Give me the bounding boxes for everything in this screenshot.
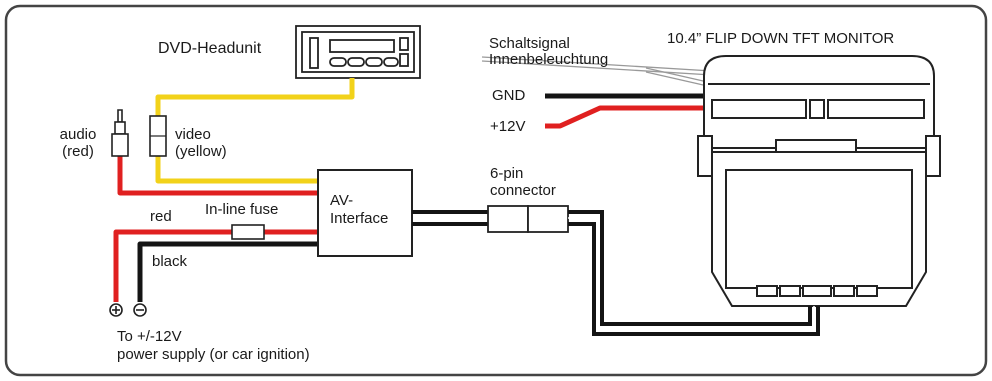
plus-terminal xyxy=(109,303,123,317)
diagram-frame xyxy=(4,4,988,377)
inline-fuse xyxy=(231,224,265,240)
av-interface-box xyxy=(317,169,413,257)
audio-label: audio xyxy=(59,126,97,143)
flip-down-monitor xyxy=(697,55,941,307)
power-label-2: power supply (or car ignition) xyxy=(117,346,310,363)
connector-label-2: connector xyxy=(490,182,556,199)
dvd-headunit xyxy=(295,25,421,79)
black-wire-label: black xyxy=(152,253,188,270)
gnd-label: GND xyxy=(492,87,526,104)
av-interface-label-1: AV- xyxy=(330,192,354,209)
av-interface-label-2: Interface xyxy=(330,210,389,227)
innenbeleuchtung-label: Innenbeleuchtung xyxy=(489,51,609,68)
av-cable-right xyxy=(568,210,820,336)
av-cable-left xyxy=(412,210,488,226)
power-label-1: To +/-12V xyxy=(117,328,182,345)
schaltsignal-wires xyxy=(481,56,713,88)
audio-wire xyxy=(117,156,318,196)
red-wire-label: red xyxy=(150,208,172,225)
plus12v-label: +12V xyxy=(490,118,526,135)
dvd-headunit-label: DVD-Headunit xyxy=(158,40,262,57)
power-black-wire xyxy=(137,241,318,302)
schaltsignal-label: Schaltsignal xyxy=(489,35,570,52)
connector-label-1: 6-pin xyxy=(490,165,524,182)
video-color-label: (yellow) xyxy=(175,143,227,160)
video-wire-bottom xyxy=(155,156,318,184)
minus-terminal xyxy=(133,303,147,317)
six-pin-connector xyxy=(487,205,569,233)
audio-color-label: (red) xyxy=(62,143,94,160)
video-label: video xyxy=(175,126,211,143)
audio-rca-connector xyxy=(111,109,129,157)
video-wire-top xyxy=(155,78,355,116)
inline-fuse-label: In-line fuse xyxy=(205,201,279,218)
plus12v-wire xyxy=(545,105,712,129)
monitor-title: 10.4” FLIP DOWN TFT MONITOR xyxy=(667,30,895,47)
